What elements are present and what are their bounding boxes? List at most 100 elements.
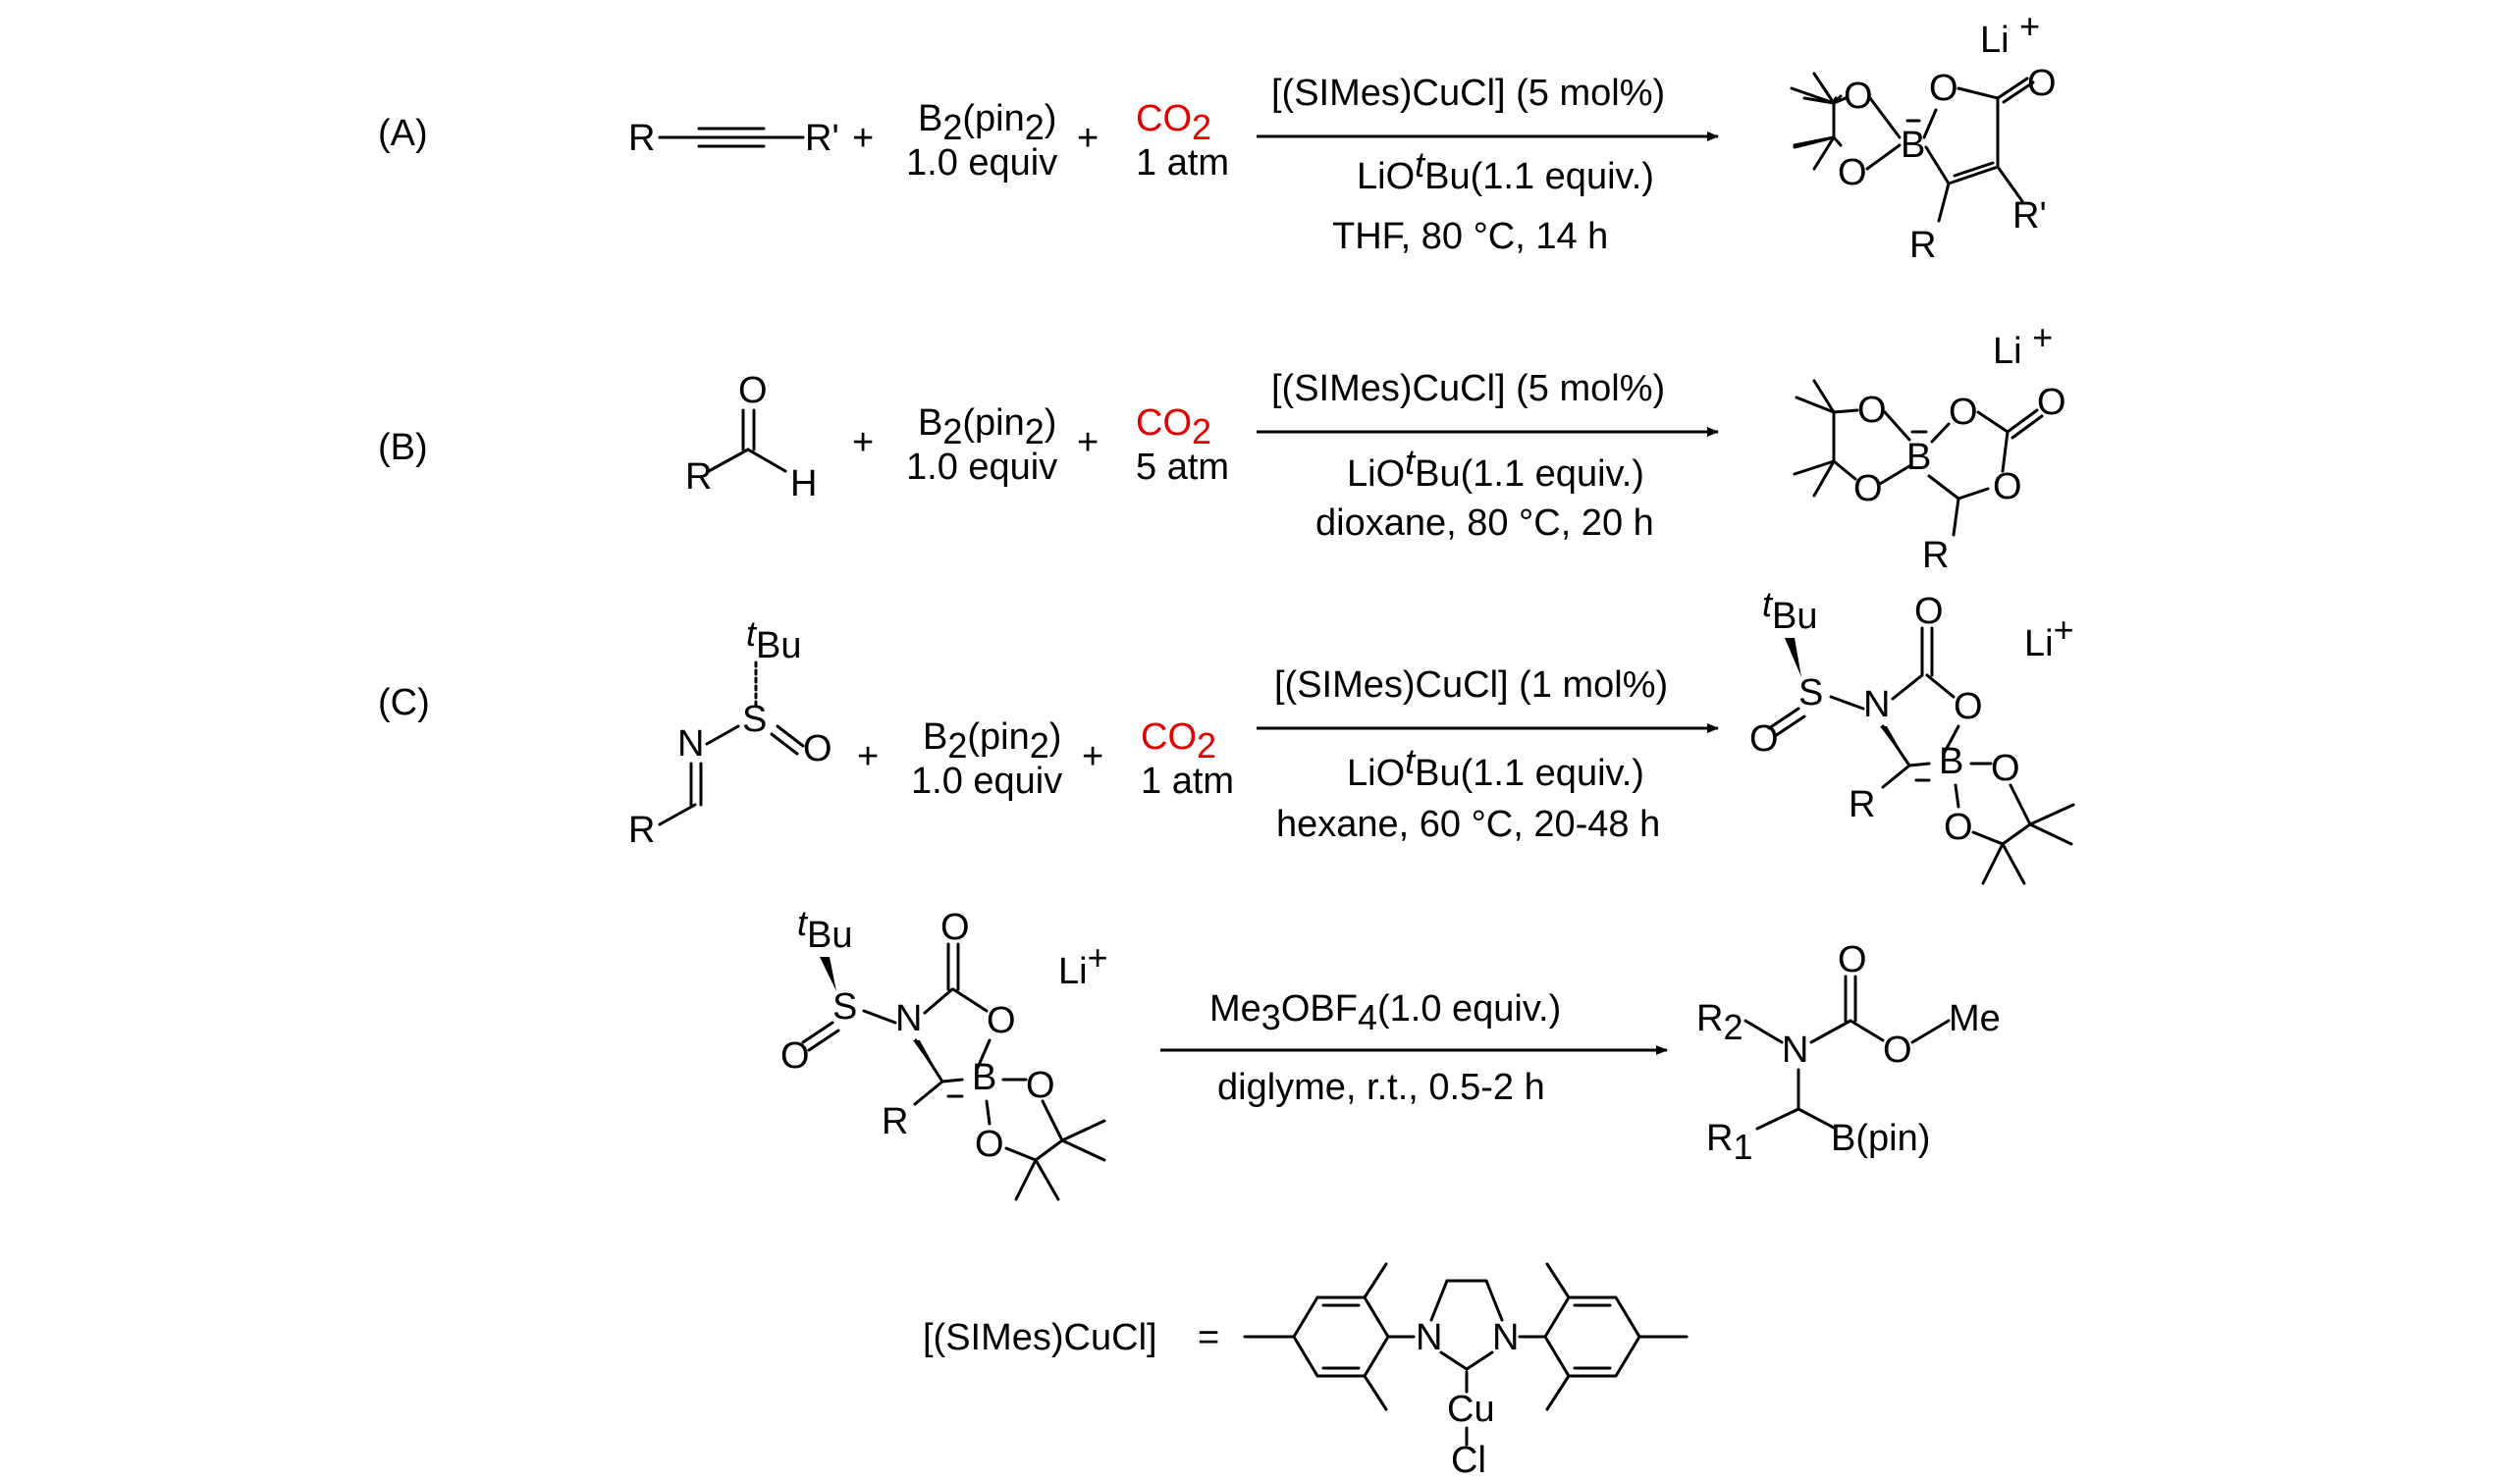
svg-text:S: S bbox=[1798, 672, 1823, 714]
svg-text:O: O bbox=[1929, 68, 1958, 109]
counterion: Li + bbox=[1980, 6, 2040, 61]
svg-text:N: N bbox=[1863, 684, 1890, 725]
row-c: (C) tBu S O N R + B2(pin2) 1.0 equiv + C… bbox=[378, 584, 2075, 885]
svg-text:O: O bbox=[940, 907, 970, 948]
row-c-boron-equiv: 1.0 equiv bbox=[911, 761, 1062, 802]
svg-text:Me: Me bbox=[1949, 998, 2001, 1039]
svg-text:O: O bbox=[738, 370, 768, 411]
svg-text:R: R bbox=[1922, 535, 1949, 576]
row-a-boron-reagent: B2(pin2) bbox=[918, 98, 1056, 147]
svg-text:R: R bbox=[1849, 784, 1875, 825]
svg-text:R: R bbox=[628, 810, 655, 851]
svg-text:N: N bbox=[895, 998, 922, 1039]
row-b-base: LiOtBu(1.1 equiv.) bbox=[1347, 442, 1644, 495]
svg-text:O: O bbox=[2037, 382, 2066, 423]
svg-text:O: O bbox=[1991, 748, 2020, 789]
svg-text:O: O bbox=[780, 1035, 810, 1077]
plus-sign: + bbox=[1077, 422, 1099, 463]
step-4-conditions: diglyme, r.t., 0.5-2 h bbox=[1217, 1067, 1545, 1108]
svg-text:O: O bbox=[1838, 939, 1867, 980]
row-c-catalyst: [(SIMes)CuCl] (1 mol%) bbox=[1274, 664, 1668, 706]
svg-text:tBu: tBu bbox=[1762, 584, 1818, 637]
svg-text:O: O bbox=[1954, 686, 1983, 727]
step-4-starting-structure: tBu S O N O O B R O O bbox=[780, 903, 1106, 1201]
row-c-sulfinylimine: tBu S O N R bbox=[628, 613, 832, 851]
row-a-co2: CO2 bbox=[1136, 98, 1211, 147]
alkyne-r-prime: R' bbox=[805, 118, 839, 159]
row-a: (A) R R' + B2(pin2) 1.0 equiv + CO2 1 at… bbox=[378, 6, 2057, 266]
catalyst-legend: [(SIMes)CuCl] = N N bbox=[923, 1262, 1689, 1480]
row-c-pressure: 1 atm bbox=[1141, 761, 1234, 802]
svg-text:O: O bbox=[1844, 76, 1873, 117]
svg-text:N: N bbox=[1416, 1317, 1442, 1358]
svg-text:O: O bbox=[1749, 718, 1779, 760]
row-b-conditions: dioxane, 80 °C, 20 h bbox=[1315, 502, 1654, 544]
svg-text:N: N bbox=[1782, 1030, 1808, 1071]
row-b-boron-equiv: 1.0 equiv bbox=[906, 447, 1057, 488]
svg-text:O: O bbox=[1883, 1030, 1912, 1071]
row-c-base: LiOtBu(1.1 equiv.) bbox=[1347, 741, 1644, 794]
svg-text:O: O bbox=[1993, 466, 2022, 507]
row-c-co2: CO2 bbox=[1141, 716, 1216, 766]
carbamate-product-structure: R2 N O O Me R1 B(pin) bbox=[1696, 939, 2001, 1167]
row-c-boron-reagent: B2(pin2) bbox=[923, 716, 1061, 766]
svg-text:S: S bbox=[742, 699, 767, 740]
row-b-catalyst: [(SIMes)CuCl] (5 mol%) bbox=[1271, 368, 1665, 409]
row-b-label: (B) bbox=[378, 427, 428, 468]
row-b-product-structure: Li + O O B O O O R bbox=[1793, 317, 2066, 576]
plus-sign: + bbox=[857, 736, 879, 777]
row-a-label: (A) bbox=[378, 113, 428, 154]
svg-text:O: O bbox=[1944, 807, 1973, 848]
row-a-boron-equiv: 1.0 equiv bbox=[906, 142, 1057, 184]
svg-text:R': R' bbox=[2012, 195, 2047, 237]
row-b: (B) O R H + B2(pin2) 1.0 equiv + CO2 5 a… bbox=[378, 317, 2066, 576]
plus-sign: + bbox=[852, 118, 874, 159]
svg-text:H: H bbox=[790, 463, 817, 504]
svg-text:O: O bbox=[975, 1124, 1004, 1165]
svg-text:R: R bbox=[1909, 225, 1936, 266]
counterion: Li+ bbox=[1058, 937, 1108, 992]
legend-label: [(SIMes)CuCl] bbox=[923, 1317, 1157, 1358]
svg-text:R: R bbox=[882, 1101, 908, 1142]
svg-text:O: O bbox=[1857, 390, 1887, 431]
row-c-conditions: hexane, 60 °C, 20-48 h bbox=[1276, 804, 1660, 845]
step-4-reagent: Me3OBF4(1.0 equiv.) bbox=[1209, 988, 1561, 1037]
row-b-boron-reagent: B2(pin2) bbox=[918, 402, 1056, 451]
svg-text:R: R bbox=[685, 456, 712, 498]
svg-text:B(pin): B(pin) bbox=[1831, 1118, 1930, 1159]
plus-sign: + bbox=[1082, 736, 1103, 777]
svg-text:B: B bbox=[1901, 125, 1925, 166]
svg-text:R2: R2 bbox=[1696, 998, 1743, 1047]
svg-text:B: B bbox=[1906, 437, 1931, 478]
svg-text:R1: R1 bbox=[1706, 1118, 1752, 1167]
row-a-base: LiOtBu(1.1 equiv.) bbox=[1357, 144, 1654, 197]
plus-sign: + bbox=[852, 422, 874, 463]
row-a-pressure: 1 atm bbox=[1136, 142, 1229, 184]
simes-cucl-structure: N N Cu Cl bbox=[1243, 1262, 1689, 1480]
svg-text:N: N bbox=[1492, 1317, 1519, 1358]
legend-equals: = bbox=[1198, 1317, 1219, 1358]
svg-text:Cl: Cl bbox=[1451, 1440, 1486, 1480]
step-4: tBu S O N O O B R O O bbox=[780, 903, 2001, 1201]
row-c-product-structure: Li+ tBu S O N O O B R O O bbox=[1749, 584, 2075, 885]
row-a-conditions: THF, 80 °C, 14 h bbox=[1332, 216, 1608, 257]
counterion: Li + bbox=[1993, 317, 2053, 372]
row-a-product-structure: Li + O O B O O bbox=[1790, 6, 2057, 266]
svg-text:B: B bbox=[972, 1057, 996, 1098]
svg-text:S: S bbox=[832, 986, 857, 1028]
plus-sign: + bbox=[1077, 118, 1099, 159]
svg-text:O: O bbox=[1026, 1065, 1055, 1106]
svg-text:O: O bbox=[803, 728, 832, 769]
svg-text:O: O bbox=[987, 1000, 1016, 1041]
row-a-catalyst: [(SIMes)CuCl] (5 mol%) bbox=[1271, 73, 1665, 114]
row-a-alkyne: R R' bbox=[628, 118, 839, 159]
svg-text:O: O bbox=[2027, 63, 2057, 104]
svg-text:O: O bbox=[1838, 152, 1867, 193]
svg-text:O: O bbox=[1949, 392, 1978, 433]
svg-text:Cu: Cu bbox=[1447, 1389, 1495, 1430]
svg-text:O: O bbox=[1853, 468, 1883, 509]
row-b-pressure: 5 atm bbox=[1136, 447, 1229, 488]
svg-text:N: N bbox=[677, 723, 704, 765]
svg-text:tBu: tBu bbox=[797, 903, 853, 956]
svg-text:O: O bbox=[1914, 591, 1944, 632]
